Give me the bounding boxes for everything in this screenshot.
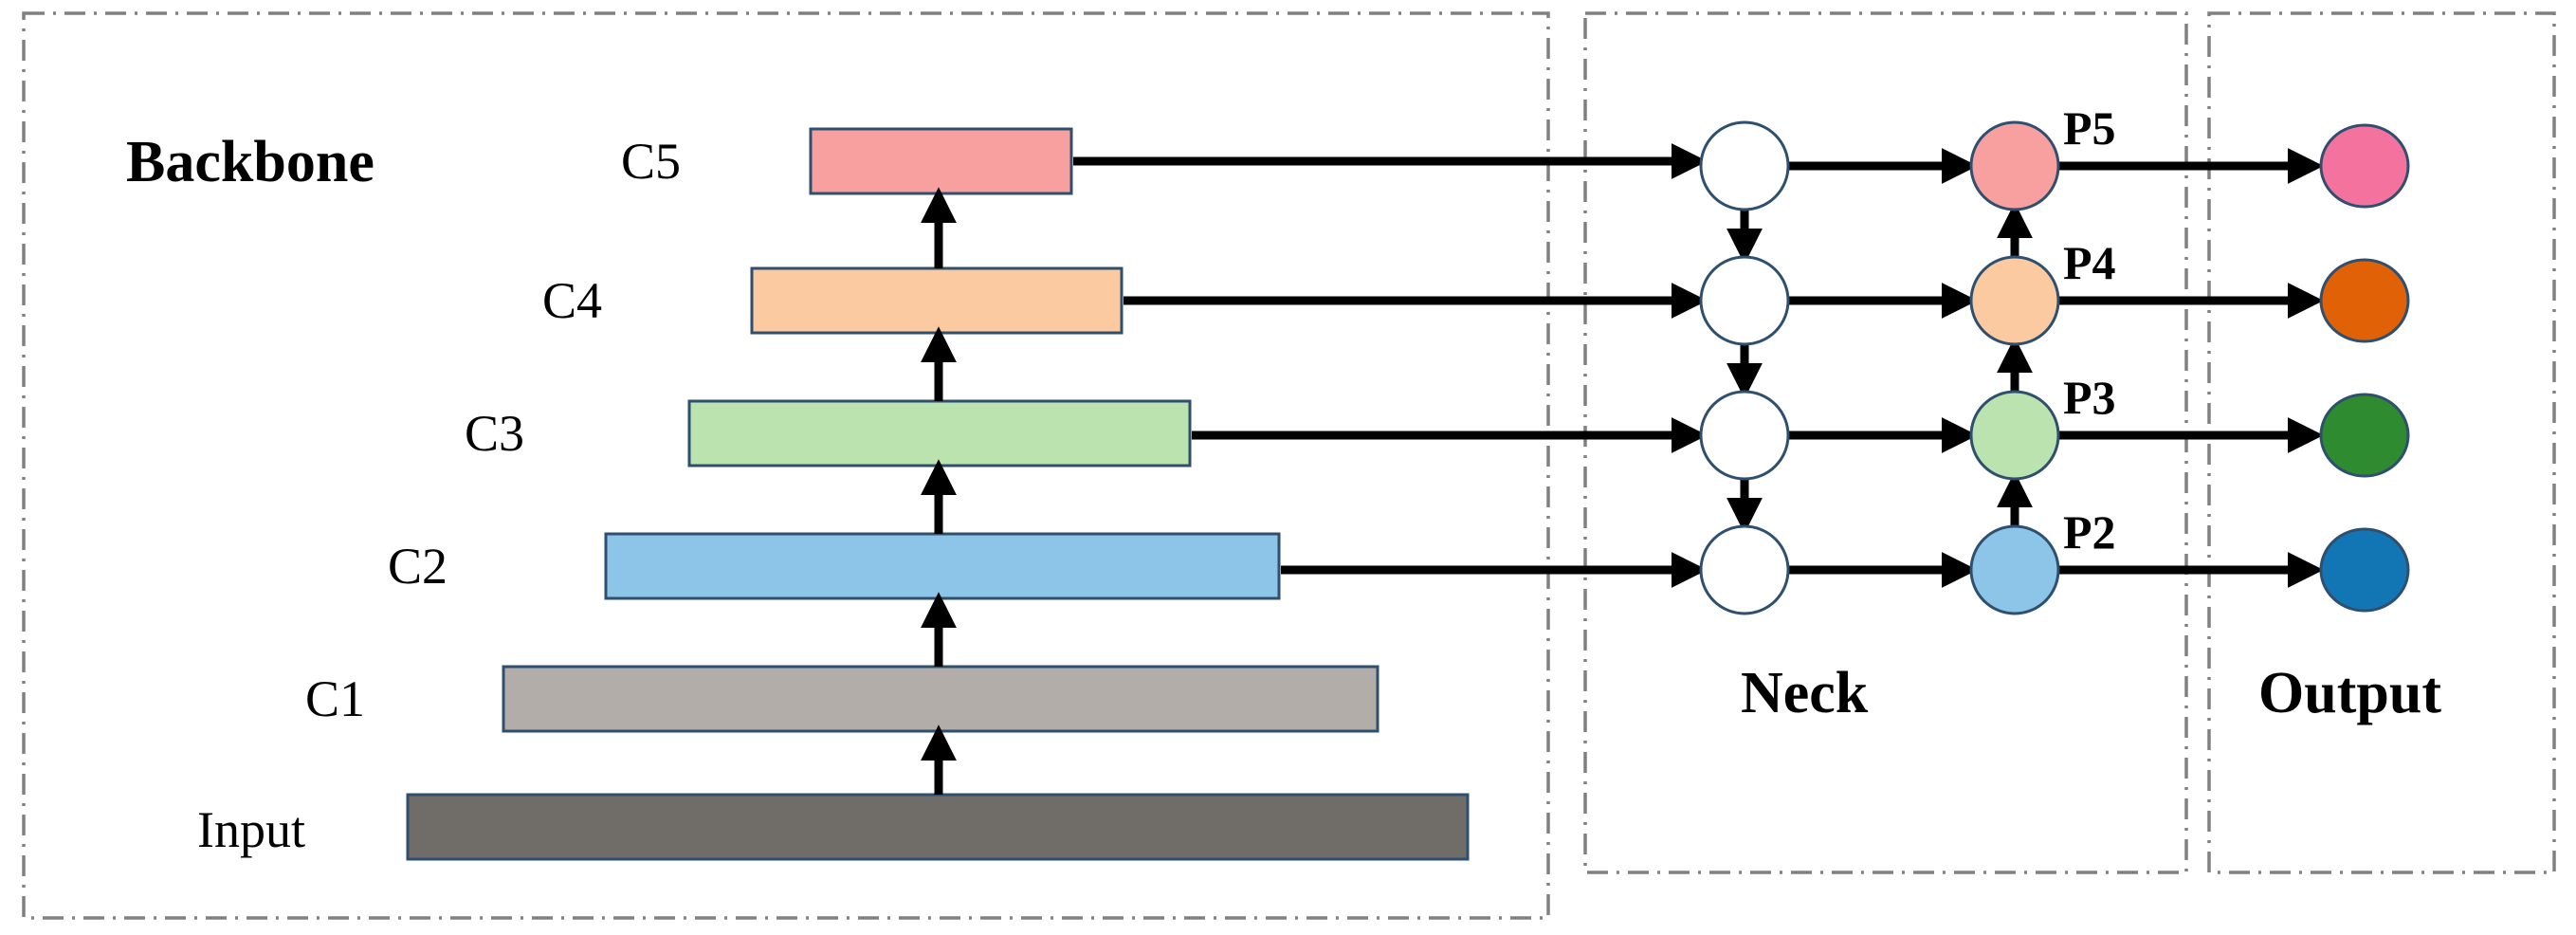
backbone-bar-c5 [809, 127, 1073, 195]
backbone-label-c3: C3 [465, 405, 525, 462]
feature-node-p5 [1969, 120, 2060, 211]
panel-borders [22, 11, 2556, 920]
backbone-label-c1: C1 [305, 670, 366, 727]
output-node-out-p5 [2319, 123, 2410, 209]
neck-node-neck-p2 [1699, 524, 1790, 615]
backbone-label-c5: C5 [621, 133, 682, 190]
output-nodes [2319, 123, 2410, 613]
neck-node-neck-p3 [1699, 390, 1790, 481]
backbone-bar-c4 [750, 266, 1124, 335]
feature-label-p3: P3 [2063, 371, 2116, 424]
neck-flow-arrows [1726, 148, 2324, 588]
backbone-bar-input [406, 793, 1470, 861]
output-node-out-p4 [2319, 258, 2410, 343]
feature-label-p5: P5 [2063, 101, 2116, 155]
feature-node-p4 [1969, 255, 2060, 346]
output-node-out-p2 [2319, 527, 2410, 613]
backbone-label-c2: C2 [388, 538, 448, 595]
backbone-label-c4: C4 [542, 272, 603, 329]
lateral-connection-arrows [1073, 143, 1708, 588]
panel-neck [1583, 11, 2188, 874]
backbone-feature-bars [406, 127, 1470, 861]
panel-title-output: Output [2258, 661, 2441, 725]
feature-node-p3 [1969, 390, 2060, 481]
backbone-bar-c2 [604, 532, 1281, 600]
output-node-out-p3 [2319, 393, 2410, 478]
backbone-label-input: Input [197, 801, 305, 858]
neck-feature-nodes [1969, 120, 2060, 615]
panel-backbone [22, 11, 1550, 920]
panel-output [2207, 11, 2556, 874]
neck-node-neck-p4 [1699, 255, 1790, 346]
backbone-bar-c1 [502, 665, 1379, 733]
feature-node-p2 [1969, 524, 2060, 615]
panel-title-neck: Neck [1741, 661, 1869, 725]
feature-label-p2: P2 [2063, 505, 2116, 559]
backbone-bar-c3 [687, 399, 1192, 468]
panel-title-backbone: Backbone [126, 130, 375, 194]
neck-node-neck-p5 [1699, 120, 1790, 211]
neck-lateral-nodes [1699, 120, 1790, 615]
feature-label-p4: P4 [2063, 236, 2116, 289]
